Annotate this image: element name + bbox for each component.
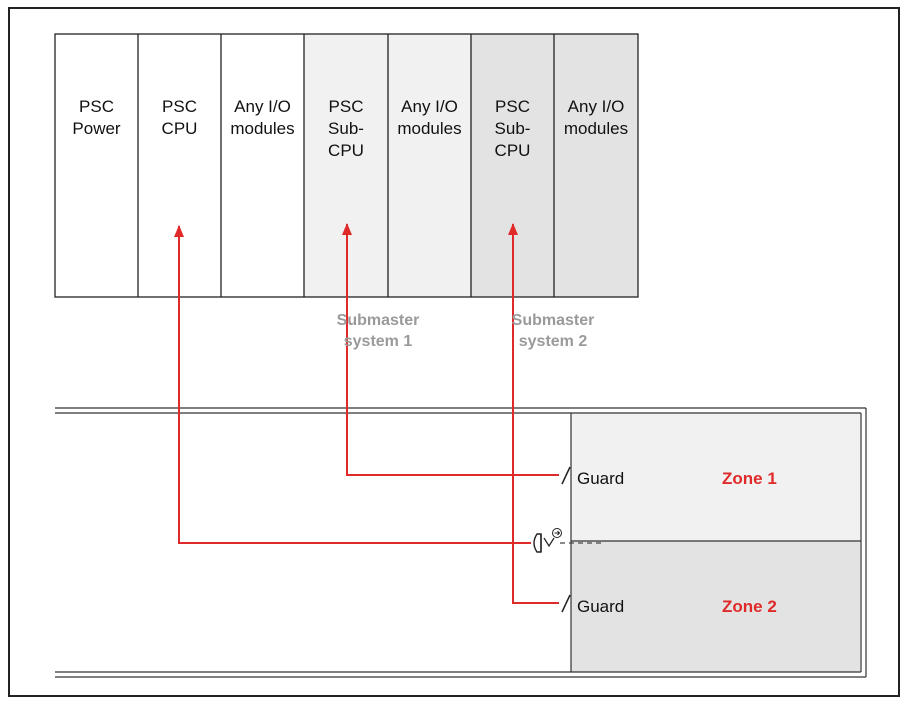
guard-switch-1-icon (561, 466, 571, 485)
guard-label-1: Guard (577, 469, 625, 488)
guard-label-2: Guard (577, 597, 625, 616)
zone-label-1: Zone 1 (722, 469, 777, 488)
zone-2-area (571, 541, 860, 672)
zone-1-area (571, 413, 860, 541)
safety-sensor-icon (533, 528, 604, 553)
zone-label-2: Zone 2 (722, 597, 777, 616)
guard-switch-2-icon (561, 594, 571, 613)
